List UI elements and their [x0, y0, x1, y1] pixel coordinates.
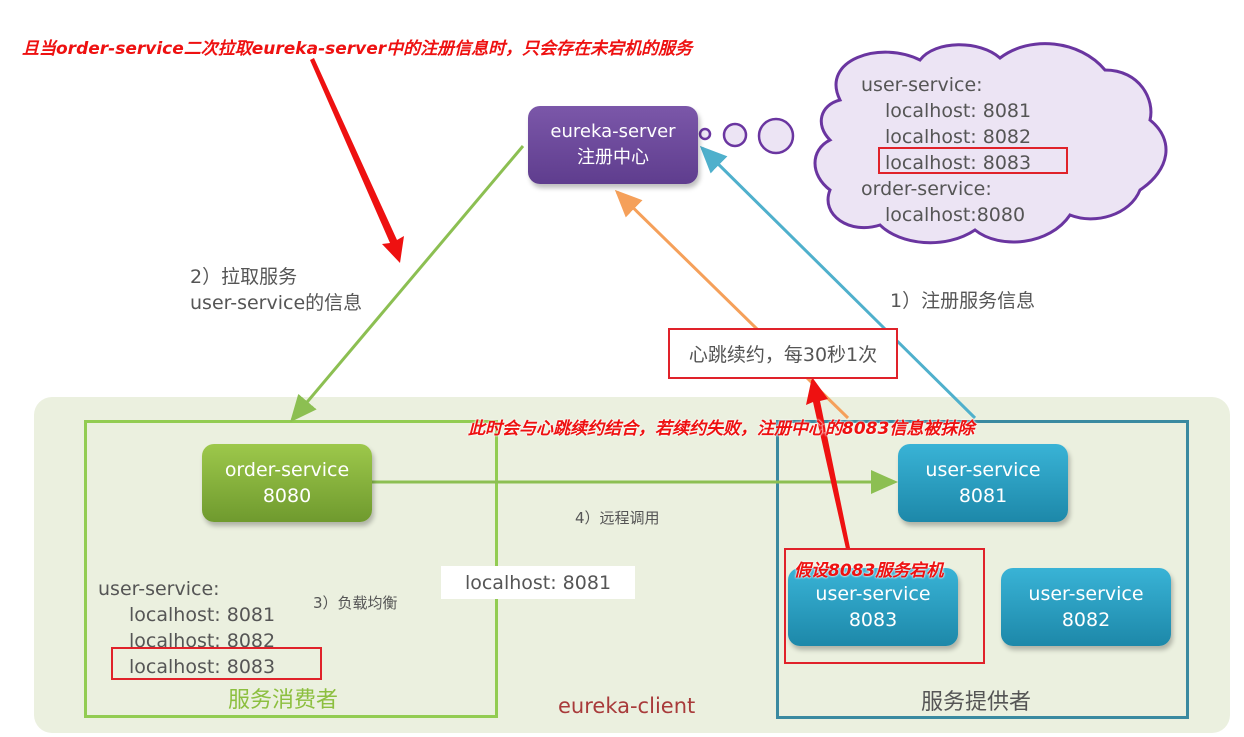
register-label: 1）注册服务信息: [890, 290, 1036, 312]
pull-label: 2）拉取服务 user-service的信息: [190, 264, 362, 316]
registry-line: localhost: 8081: [885, 100, 1032, 122]
thought-bubble-medium: [722, 122, 748, 148]
remote-call-label: 4）远程调用: [575, 509, 660, 527]
top-annotation: 且当order-service二次拉取eureka-server中的注册信息时，…: [22, 39, 693, 59]
user-service-8082-node[interactable]: user-service 8082: [1001, 568, 1171, 646]
user-service-8083-node[interactable]: user-service 8083: [788, 568, 958, 646]
thought-bubble-small: [698, 127, 712, 141]
registry-line: localhost: 8082: [885, 126, 1032, 148]
cache-entry: localhost: 8081: [129, 604, 276, 626]
eureka-server-node[interactable]: eureka-server 注册中心: [528, 106, 698, 184]
server-name: eureka-server: [550, 121, 676, 142]
cache-entry: localhost: 8082: [129, 630, 276, 652]
heartbeat-arrow: [614, 189, 850, 420]
order-service-node[interactable]: order-service 8080: [202, 444, 372, 522]
thought-bubble-large: [757, 117, 795, 155]
registry-line: localhost:8080: [885, 204, 1026, 226]
user-service-name: user-service: [815, 583, 931, 605]
pull-label-line1: 2）拉取服务: [190, 266, 298, 288]
middle-annotation: 此时会与心跳续约结合，若续约失败，注册中心的8083信息被抹除: [468, 419, 975, 439]
register-arrow: [699, 145, 977, 420]
cache-header: user-service:: [98, 578, 220, 600]
server-subtitle: 注册中心: [577, 147, 649, 168]
annotation-arrow-middle: [806, 377, 850, 549]
order-service-name: order-service: [224, 459, 350, 481]
pull-label-line2: user-service的信息: [190, 292, 363, 314]
user-service-port: 8083: [848, 609, 898, 631]
registry-line: user-service:: [861, 74, 983, 96]
user-service-port: 8081: [958, 485, 1008, 507]
registry-highlight-box: [878, 147, 1068, 174]
order-service-port: 8080: [262, 485, 312, 507]
crash-highlight-box: [784, 548, 985, 664]
registry-cloud-shape: [813, 42, 1168, 245]
selected-instance: localhost: 8081: [464, 571, 612, 594]
eureka-client-label: eureka-client: [558, 694, 696, 718]
annotation-arrow-top: [310, 58, 404, 263]
consumer-cache-list: user-service: localhost: 8081 localhost:…: [98, 576, 275, 680]
registry-line: order-service:: [861, 178, 992, 200]
crash-annotation: 假设8083服务宕机: [794, 561, 944, 581]
cache-entry-highlighted: localhost: 8083: [129, 656, 276, 678]
registry-line-highlighted: localhost: 8083: [885, 152, 1032, 174]
pull-arrow: [290, 145, 525, 423]
cache-highlight-box: [111, 647, 322, 680]
user-service-port: 8082: [1061, 609, 1111, 631]
heartbeat-label: 心跳续约，每30秒1次: [688, 344, 878, 366]
registry-list: user-service: localhost: 8081 localhost:…: [861, 72, 1031, 228]
provider-title: 服务提供者: [921, 690, 1032, 715]
user-service-name: user-service: [925, 459, 1041, 481]
consumer-title: 服务消费者: [228, 688, 339, 713]
provider-group-box: [776, 420, 1189, 719]
heartbeat-label-box: 心跳续约，每30秒1次: [668, 328, 898, 379]
user-service-name: user-service: [1028, 583, 1144, 605]
load-balance-label: 3）负载均衡: [313, 594, 398, 612]
selected-instance-box: localhost: 8081: [441, 566, 635, 599]
user-service-8081-node[interactable]: user-service 8081: [898, 444, 1068, 522]
